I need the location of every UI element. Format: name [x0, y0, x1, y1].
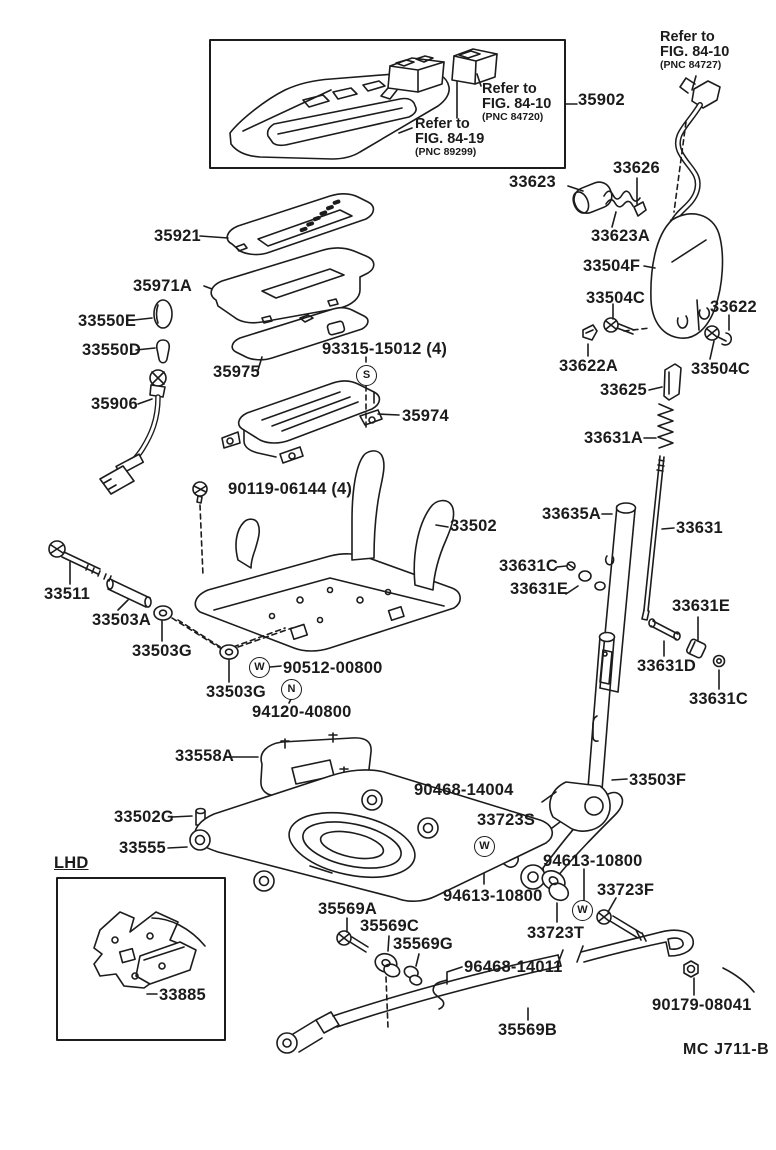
part-label-35569b: 35569B [498, 1021, 557, 1039]
part-label-90468-14004: 90468-14004 [414, 781, 514, 799]
part-label-93315-15012-4-: 93315-15012 (4) [322, 340, 448, 358]
refer-note-line: FIG. 84-10 [660, 44, 730, 61]
part-label-33723f: 33723F [597, 881, 655, 899]
part-label-33631a: 33631A [584, 429, 643, 447]
part-label-90179-08041: 90179-08041 [652, 996, 752, 1014]
part-label-33622a: 33622A [559, 357, 618, 375]
part-label-lhd: LHD [54, 854, 89, 872]
part-label-33504f: 33504F [583, 257, 641, 275]
refer-note-line: FIG. 84-19 [415, 131, 485, 148]
circled-symbol-w: W [474, 836, 495, 857]
shift-lock-cable-art [663, 75, 721, 242]
part-label-33885: 33885 [159, 986, 206, 1004]
part-label-94120-40800: 94120-40800 [252, 703, 352, 721]
part-label-33503g: 33503G [132, 642, 192, 660]
part-label-94613-10800: 94613-10800 [443, 887, 543, 905]
part-label-35971a: 35971A [133, 277, 192, 295]
part-label-33622: 33622 [710, 298, 757, 316]
part-label-35921: 35921 [154, 227, 201, 245]
part-label-33555: 33555 [119, 839, 166, 857]
part-label-33503f: 33503F [629, 771, 687, 789]
refer-note-line: Refer to [482, 81, 537, 97]
part-label-90119-06144-4-: 90119-06144 (4) [228, 480, 353, 498]
part-label-35906: 35906 [91, 395, 138, 413]
part-label-90512-00800: 90512-00800 [283, 659, 383, 677]
part-label-33502g: 33502G [114, 808, 174, 826]
part-label-33631c: 33631C [499, 557, 558, 575]
part-label-33626: 33626 [613, 159, 660, 177]
part-label-35569g: 35569G [393, 935, 453, 953]
part-label-35569c: 35569C [360, 917, 419, 935]
part-label-33631d: 33631D [637, 657, 696, 675]
part-label-33723s: 33723S [477, 811, 536, 829]
part-label-35974: 35974 [402, 407, 449, 425]
part-label-33502: 33502 [450, 517, 497, 535]
part-label-35569a: 35569A [318, 900, 377, 918]
refer-note-line: (PNC 84727) [660, 59, 722, 72]
refer-note-line: Refer to [660, 29, 715, 45]
circled-symbol-w: W [572, 900, 593, 921]
part-label-33723t: 33723T [527, 924, 585, 942]
circled-symbol-w: W [249, 657, 270, 678]
part-label-35902: 35902 [578, 91, 625, 109]
part-label-33511: 33511 [44, 585, 90, 603]
part-label-33631e: 33631E [510, 580, 569, 598]
circled-symbol-n: N [281, 679, 302, 700]
part-label-96468-14011: 96468-14011 [464, 958, 563, 976]
part-label-33550e: 33550E [78, 312, 137, 330]
part-label-33503g: 33503G [206, 683, 266, 701]
part-label-33504c: 33504C [691, 360, 750, 378]
part-label-33625: 33625 [600, 381, 647, 399]
part-label-33631c: 33631C [689, 690, 748, 708]
part-label-33635a: 33635A [542, 505, 601, 523]
indicator-housing-art [199, 193, 400, 464]
pivot-bolt-art [48, 540, 293, 704]
refer-note-line: (PNC 84720) [482, 111, 544, 124]
part-label-33550d: 33550D [82, 341, 141, 359]
refer-note-line: FIG. 84-10 [482, 96, 552, 113]
part-label-94613-10800: 94613-10800 [543, 852, 643, 870]
refer-note-line: Refer to [415, 116, 470, 132]
shift-rod-art [556, 403, 726, 693]
part-label-33631: 33631 [676, 519, 723, 537]
part-label-33558a: 33558A [175, 747, 234, 765]
part-label-35975: 35975 [213, 363, 260, 381]
part-label-33503a: 33503A [92, 611, 151, 629]
part-label-33623a: 33623A [591, 227, 650, 245]
part-label-mc-j711-b: MC J711-B [683, 1041, 770, 1058]
part-label-33504c: 33504C [586, 289, 645, 307]
part-label-33623: 33623 [509, 173, 556, 191]
lhd-inset-art [56, 877, 226, 1041]
circled-symbol-s: S [356, 365, 377, 386]
part-label-33631e: 33631E [672, 597, 731, 615]
refer-note-line: (PNC 89299) [415, 146, 477, 159]
